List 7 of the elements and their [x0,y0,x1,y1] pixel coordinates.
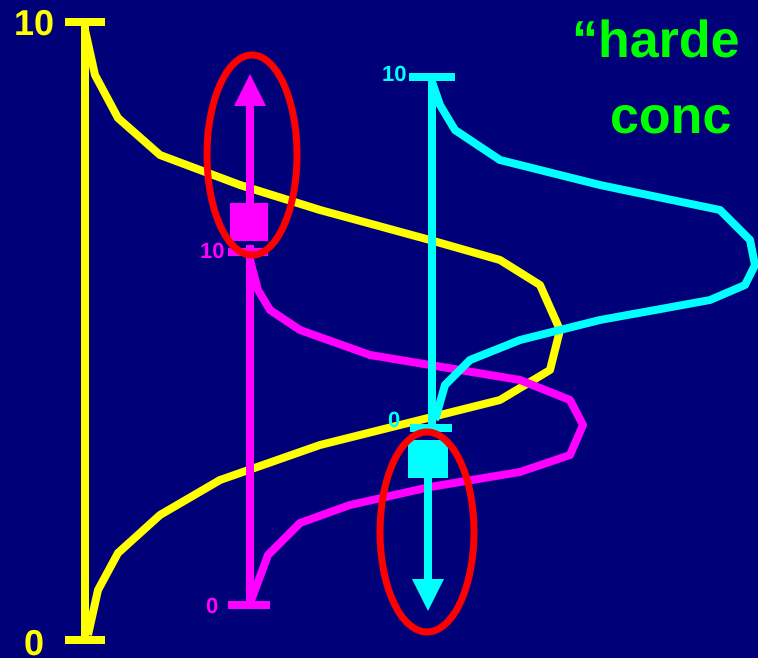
scale-label: 10 [200,240,224,262]
heading-text: conc [610,90,732,142]
scale-label: 10 [382,63,406,85]
heading-text: “harde [572,14,740,66]
scale-label: 0 [206,595,218,617]
scale-label: 0 [24,625,44,658]
scale-label: 10 [14,5,54,41]
